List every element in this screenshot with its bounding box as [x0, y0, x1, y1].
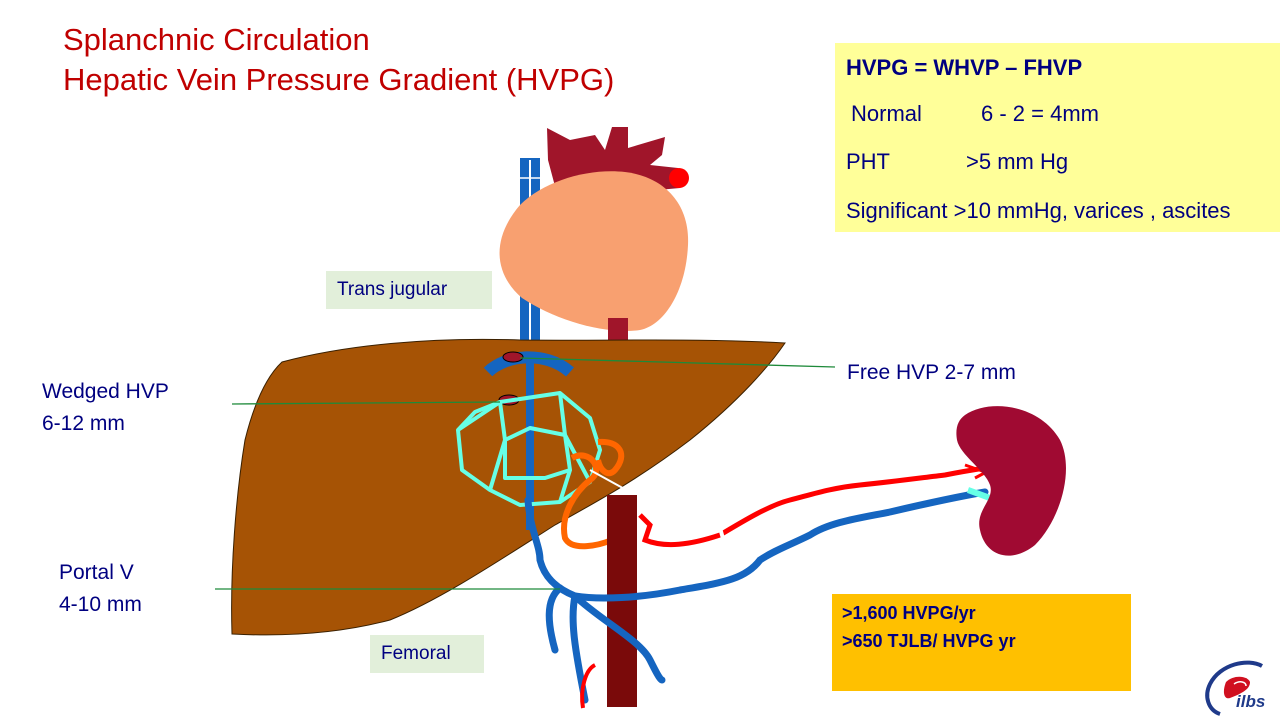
pht-value: >5 mm Hg — [966, 149, 1069, 174]
white-pointer-line — [589, 469, 631, 493]
sinusoid-network — [456, 391, 602, 507]
hvpg-info-box: HVPG = WHVP – FHVP Normal 6 - 2 = 4mm PH… — [835, 43, 1280, 232]
stats-line-2: >650 TJLB/ HVPG yr — [842, 631, 1016, 651]
pht-label: PHT — [846, 149, 890, 174]
splenic-artery — [638, 465, 986, 547]
logo-text: ilbs — [1236, 692, 1266, 711]
ilbs-logo — [1205, 660, 1263, 716]
hepatic-artery-orange — [561, 438, 625, 550]
portal-v-line-1: Portal V — [59, 561, 134, 584]
wedged-hvp-line-1: Wedged HVP — [42, 380, 169, 403]
wedged-hvp-line-2: 6-12 mm — [42, 412, 125, 435]
portal-v-line-2: 4-10 mm — [59, 593, 142, 616]
title-line-1: Splanchnic Circulation — [63, 22, 370, 57]
pointer-lines — [215, 357, 836, 590]
normal-label: Normal — [851, 101, 922, 126]
hvpg-formula: HVPG = WHVP – FHVP — [846, 55, 1083, 80]
heart — [499, 127, 689, 348]
slide-title: Splanchnic Circulation Hepatic Vein Pres… — [63, 20, 614, 100]
portal-v-label: Portal V 4-10 mm — [59, 557, 142, 621]
wedged-hvp-label: Wedged HVP 6-12 mm — [42, 376, 169, 440]
femoral-artery — [580, 663, 597, 709]
stats-line-1: >1,600 HVPG/yr — [842, 603, 976, 623]
splenic-vein-tip — [966, 487, 992, 501]
free-hvp-label: Free HVP 2-7 mm — [847, 361, 1016, 384]
stats-box: >1,600 HVPG/yr >650 TJLB/ HVPG yr — [832, 594, 1131, 691]
normal-value: 6 - 2 = 4mm — [981, 101, 1099, 126]
title-line-2: Hepatic Vein Pressure Gradient (HVPG) — [63, 62, 615, 97]
trans-jugular-label: Trans jugular — [326, 271, 492, 309]
liver — [231, 338, 786, 636]
significant-text: Significant >10 mmHg, varices , ascites — [846, 198, 1231, 223]
femoral-label: Femoral — [370, 635, 484, 673]
spleen — [956, 406, 1066, 556]
